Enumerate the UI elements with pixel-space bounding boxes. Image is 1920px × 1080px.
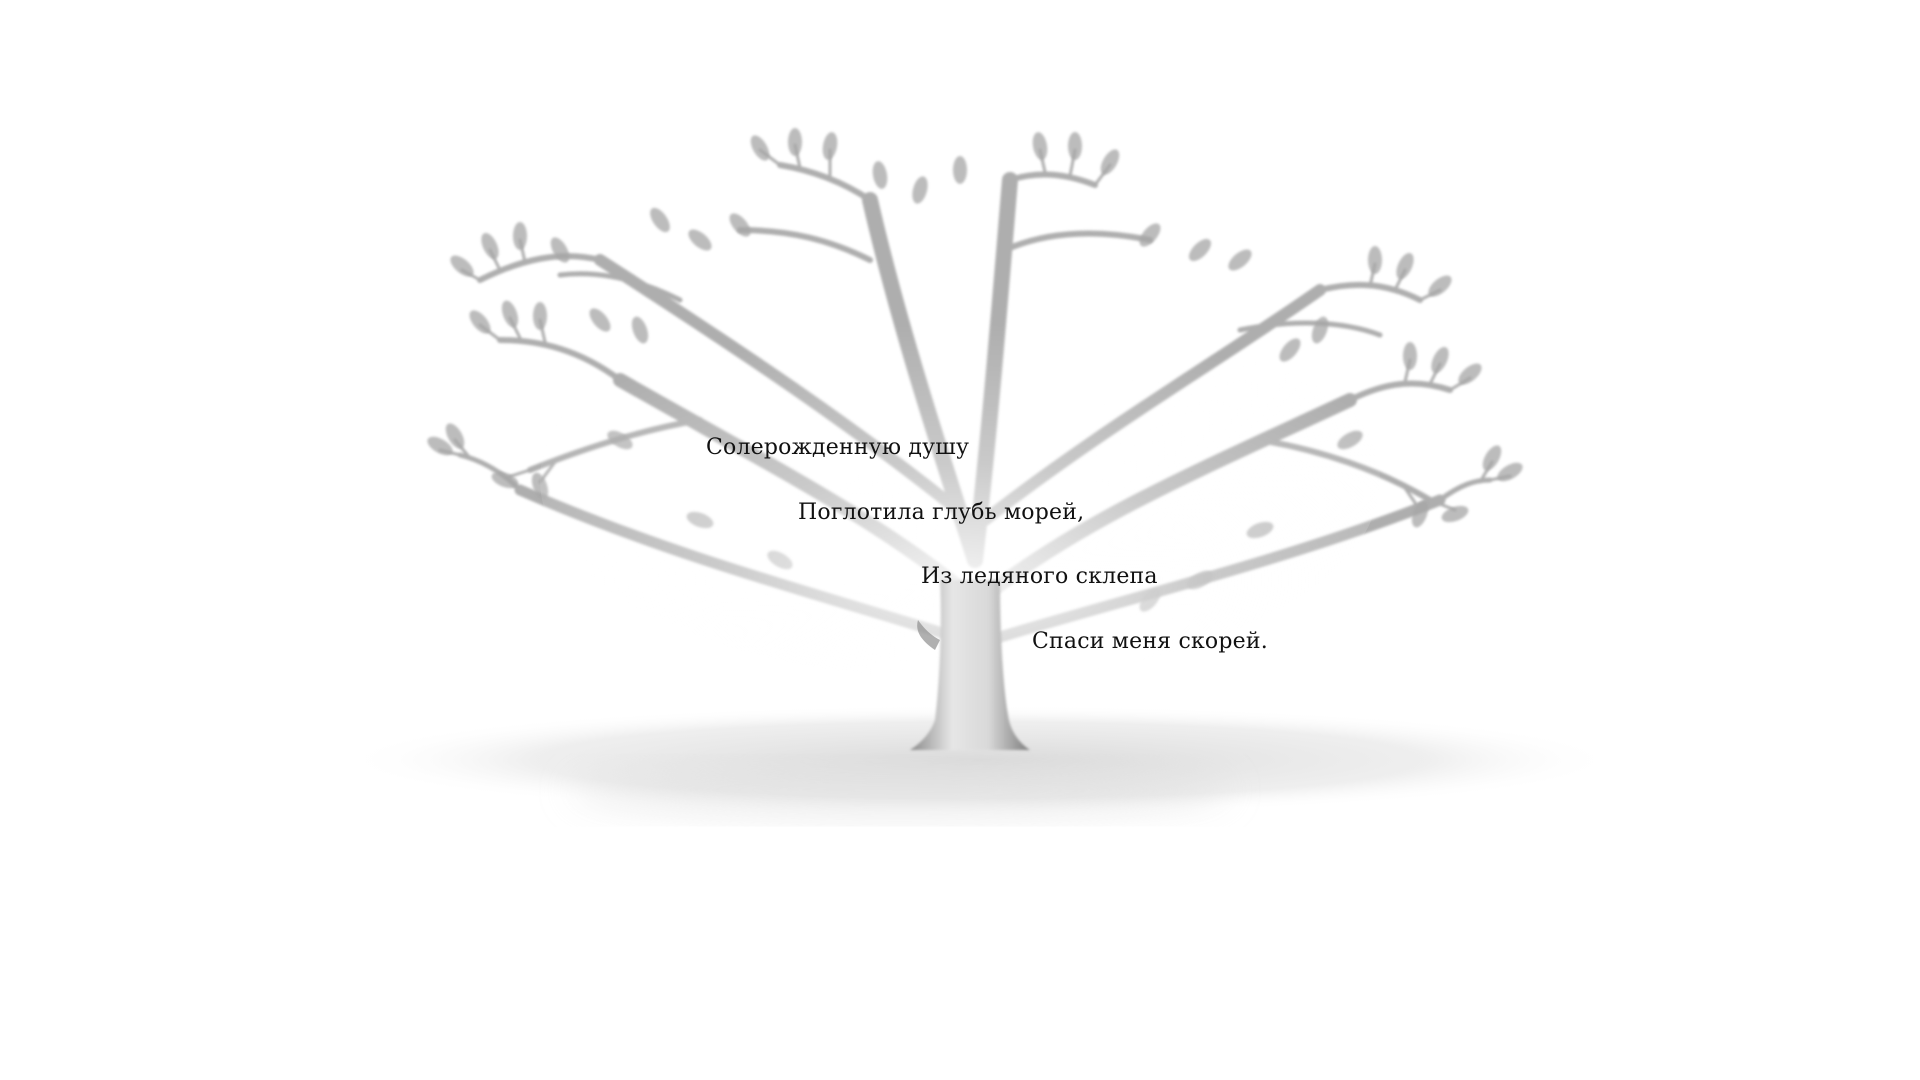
poem-line-2: Поглотила глубь морей, <box>798 500 1085 525</box>
poem-line-4: Спаси меня скорей. <box>1032 629 1268 654</box>
trunk-knot <box>917 620 940 650</box>
poem-line-1: Солерожденную душу <box>706 435 970 460</box>
tree-leaves <box>427 128 1523 612</box>
tree-trunk <box>910 580 1030 750</box>
mist <box>540 280 1380 680</box>
poem-line-3: Из ледяного склепа <box>921 564 1158 589</box>
ground-patch <box>570 764 1230 816</box>
